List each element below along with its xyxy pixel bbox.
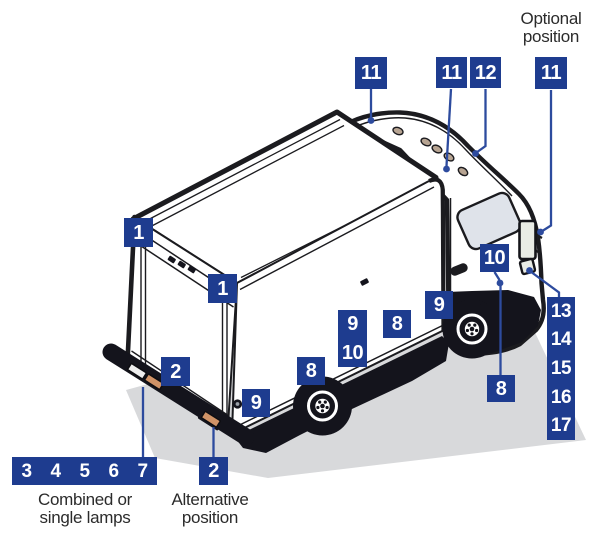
cab-roof-seam xyxy=(351,117,513,197)
caption-optional-position: Optional position xyxy=(520,9,582,46)
badge-17: 17 xyxy=(550,415,572,437)
badge-9-side-mid: 9 xyxy=(338,310,367,338)
badge-1-rear-top-left: 1 xyxy=(124,218,153,247)
alternative-lamp-amber xyxy=(200,410,221,428)
badge-strip-3-to-7: 3 4 5 6 7 xyxy=(12,457,157,485)
badge-11-cab-roof: 11 xyxy=(436,57,467,88)
cargo-box xyxy=(125,109,446,436)
badge-14: 14 xyxy=(550,329,572,351)
side-mirror xyxy=(518,219,537,261)
badge-13: 13 xyxy=(550,300,572,322)
badge-1-rear-top-right: 1 xyxy=(208,274,237,303)
badge-11-optional-position: 11 xyxy=(535,57,567,89)
badge-16: 16 xyxy=(550,386,572,408)
badge-6: 6 xyxy=(108,460,119,482)
side-marker-lamp xyxy=(360,278,369,286)
badge-2-rear-bumper: 2 xyxy=(161,357,190,386)
badge-8-cab-lower: 8 xyxy=(487,375,515,402)
caption-alternative-position: Alternative position xyxy=(171,490,249,527)
rear-wheel xyxy=(296,380,349,432)
side-top-rail xyxy=(239,186,435,291)
badge-8-side-rear: 8 xyxy=(297,357,325,385)
badge-3: 3 xyxy=(21,460,32,482)
rear-top-marker-lamps xyxy=(167,255,196,274)
badge-8-side-front: 8 xyxy=(383,310,411,338)
roof-silhouette-edge xyxy=(130,109,439,222)
roof-seam-2 xyxy=(145,124,345,230)
badge-9-side-cab: 9 xyxy=(425,291,453,319)
roof-seam-1 xyxy=(139,118,341,225)
badge-15: 15 xyxy=(550,357,572,379)
rear-door-posts xyxy=(140,235,228,425)
badge-9-rear-corner: 9 xyxy=(242,389,270,417)
badge-column-13-to-17: 13 14 15 16 17 xyxy=(547,297,575,440)
chassis xyxy=(234,299,502,453)
rear-bumper xyxy=(102,343,255,446)
bumper-lamp-white xyxy=(126,362,147,380)
door-handle xyxy=(450,263,468,276)
door-window xyxy=(456,191,522,251)
bumper-lamp-amber xyxy=(143,373,164,391)
leader-lines xyxy=(141,88,561,457)
badge-10-side-mid: 10 xyxy=(338,338,367,367)
badge-10-cab-door: 10 xyxy=(480,244,509,272)
badge-12-cab-roof: 12 xyxy=(470,57,501,88)
side-bottom-rail xyxy=(235,324,443,428)
leader-dots xyxy=(367,117,544,287)
badge-2-alternative-position: 2 xyxy=(199,457,228,485)
badge-4: 4 xyxy=(50,460,61,482)
front-wheel xyxy=(446,303,498,355)
box-front-edge xyxy=(428,177,446,332)
badge-5: 5 xyxy=(79,460,90,482)
badge-7: 7 xyxy=(137,460,148,482)
badge-11-box-roof: 11 xyxy=(355,57,387,89)
caption-combined-or-single-lamps: Combined or single lamps xyxy=(37,490,133,527)
rear-corner-round-lamp-center xyxy=(235,402,240,406)
